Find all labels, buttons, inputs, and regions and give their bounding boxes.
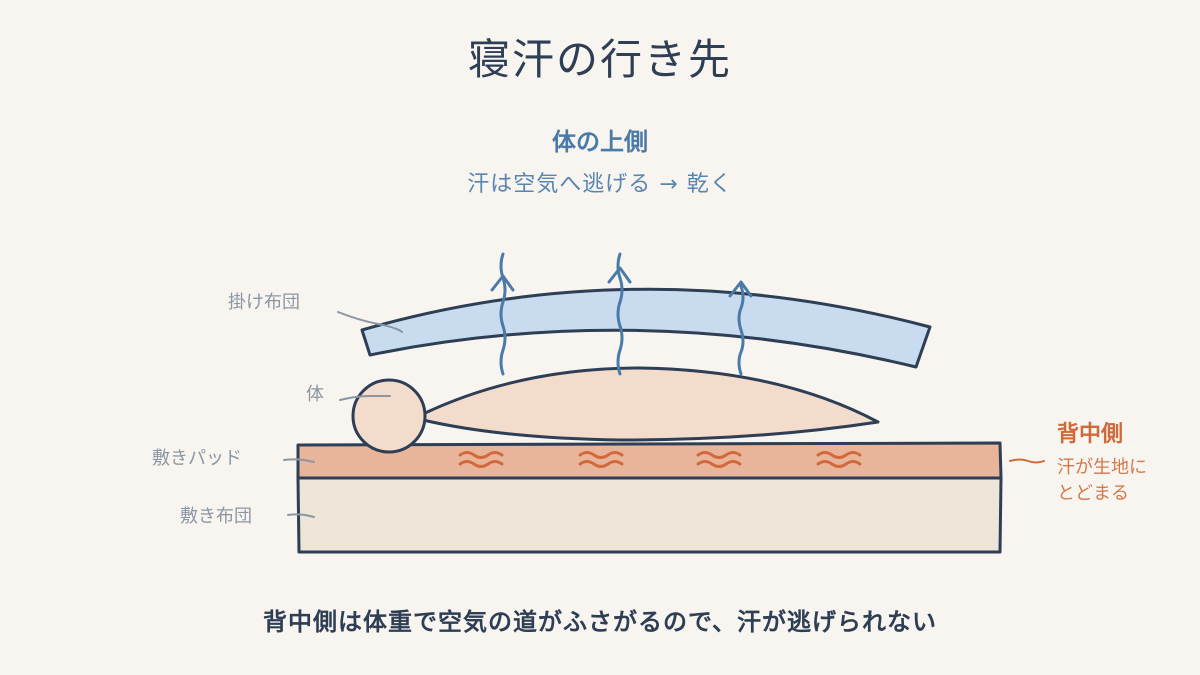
sweat-mark — [696, 451, 742, 459]
body-head — [351, 378, 427, 454]
sweat-marks — [458, 451, 862, 468]
sweat-mark — [816, 460, 862, 468]
leader-line — [287, 513, 315, 518]
sweat-mark — [458, 451, 504, 459]
sweat-mark — [578, 451, 624, 459]
sweat-mark — [816, 451, 862, 459]
body-torso — [421, 366, 880, 442]
back-side-line: とどまる — [1057, 483, 1129, 504]
leader-lines — [283, 311, 403, 518]
vapor-arrow-head — [607, 266, 632, 284]
label-futon-cover: 掛け布団 — [228, 292, 300, 313]
upper-side-heading: 体の上側 — [552, 128, 648, 156]
sweat-mark — [458, 460, 504, 468]
label-body: 体 — [306, 384, 324, 405]
back-side-line: 汗が生地に — [1057, 457, 1147, 478]
label-futon-mat: 敷き布団 — [180, 506, 252, 527]
back-leader-line — [1009, 458, 1045, 464]
back-side-heading: 背中側 — [1057, 422, 1124, 447]
sweat-mark — [696, 460, 742, 468]
futon-cover-layer — [360, 287, 932, 369]
vapor-arrow — [737, 284, 745, 376]
label-pad: 敷きパッド — [152, 448, 242, 469]
leader-line — [337, 311, 403, 333]
vapor-arrow-head — [728, 280, 753, 298]
leader-line — [283, 458, 315, 463]
vapor-arrow-head — [490, 274, 515, 292]
vapor-arrows — [490, 252, 753, 376]
sweat-mark — [578, 460, 624, 468]
futon-mat-layer — [296, 476, 1003, 554]
leader-line — [339, 395, 391, 401]
page-title: 寝汗の行き先 — [467, 35, 732, 84]
vapor-arrow — [616, 252, 624, 376]
bottom-caption: 背中側は体重で空気の道がふさがるので、汗が逃げられない — [262, 608, 938, 636]
back-side-description: 汗が生地に とどまる — [1057, 455, 1147, 507]
upper-side-description: 汗は空気へ逃げる → 乾く — [467, 172, 733, 197]
